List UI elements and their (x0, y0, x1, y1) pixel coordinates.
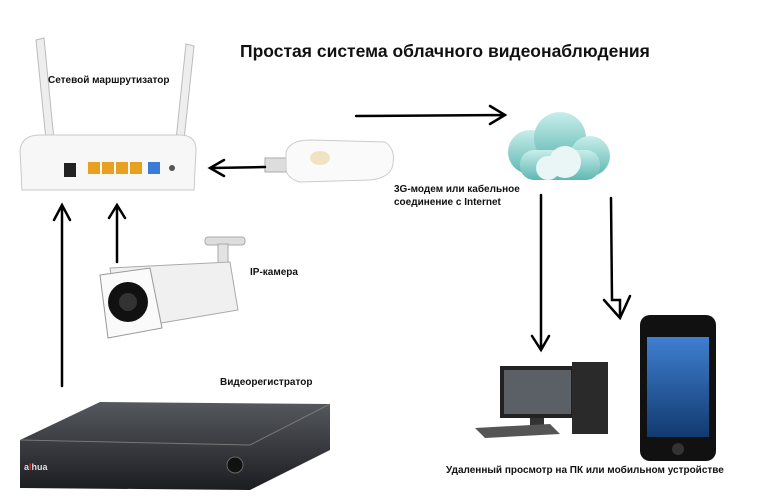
desktop-pc-icon (475, 362, 608, 438)
dvr-label: Видеорегистратор (220, 377, 313, 388)
router-icon (19, 37, 197, 191)
remote-view-label: Удаленный просмотр на ПК или мобильном у… (446, 465, 724, 476)
ip-camera-icon (99, 236, 246, 339)
dvr-brand-logo: alhua (24, 462, 49, 472)
router-label: Сетевой маршрутизатор (48, 75, 170, 86)
smartphone-icon (640, 315, 716, 461)
modem-label: 3G-модем или кабельное соединение с Inte… (394, 184, 520, 208)
dvr-icon (19, 402, 331, 490)
camera-label: IP-камера (250, 267, 298, 278)
cloud-icon (508, 112, 610, 180)
connection-arrows (52, 104, 632, 388)
page-title: Простая система облачного видеонаблюдени… (240, 41, 650, 61)
usb-modem-icon (264, 139, 394, 183)
